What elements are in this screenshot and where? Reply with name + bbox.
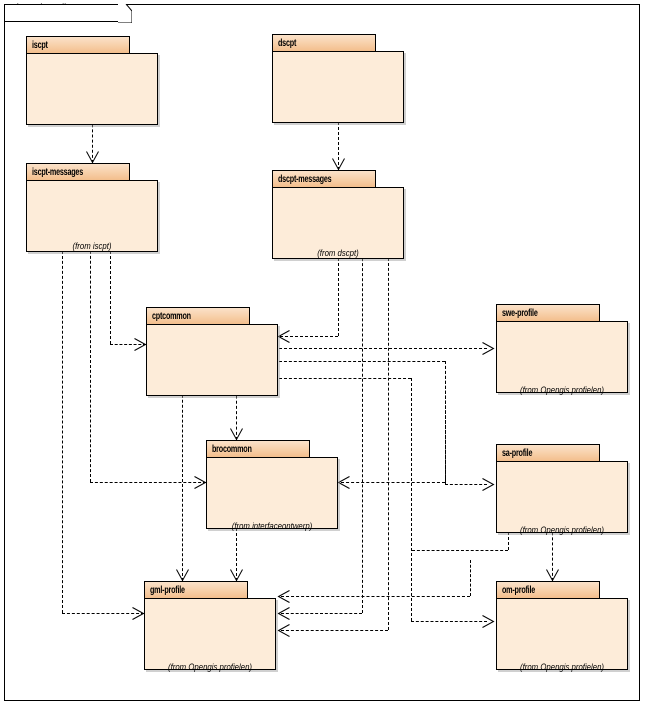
dep-right-to-brocommon-v: [445, 361, 446, 482]
dep-dscptmsg-to-cptcommon-v: [338, 243, 339, 336]
package-iscpt-messages-from: (from iscpt): [72, 241, 112, 252]
package-dscpt-label: dscpt: [278, 38, 297, 49]
dep-sa-to-gml-h1: [412, 550, 508, 551]
package-gml-profile-from: (from Opengis profielen): [168, 662, 252, 673]
package-cptcommon-tab: cptcommon: [146, 307, 250, 325]
package-om-profile-label: om-profile: [502, 585, 536, 596]
package-dscpt-body: [272, 51, 404, 123]
dep-dscptmsg-to-gml2-h: [281, 630, 388, 631]
dep-iscptmsg-to-gml-v: [62, 236, 63, 613]
package-sa-profile-tab: sa-profile: [496, 444, 600, 462]
package-gml-profile-body: [144, 598, 276, 670]
package-brocommon-tab: brocommon: [206, 440, 310, 458]
dep-right-to-brocommon-arrowhead: [337, 476, 350, 489]
dep-iscptmsg-to-gml-arrowhead: [131, 607, 145, 620]
package-brocommon-body: [206, 457, 338, 529]
dep-cptcommon-to-om-h1: [279, 378, 411, 379]
package-sa-profile-body: [496, 461, 628, 533]
package-gml-profile-tab: gml-profile: [144, 581, 248, 599]
dep-brocommon-to-gml-arrowhead: [230, 569, 243, 582]
package-swe-profile-body: [496, 321, 628, 393]
package-swe-profile-from: (from Opengis profielen): [520, 385, 604, 396]
package-om-profile-body: [496, 598, 628, 670]
package-iscpt-tab: iscpt: [26, 36, 130, 54]
package-iscpt-messages-tab: iscpt-messages: [26, 163, 130, 181]
dep-om-to-gml-arrowhead: [277, 590, 290, 603]
diagram-frame-tab-corner: [118, 4, 132, 23]
dep-iscptmsg-to-brocommon-v: [90, 236, 91, 482]
dep-cptcommon-to-gml-v: [182, 380, 183, 581]
package-iscpt-messages-body: [26, 180, 158, 252]
dep-cptcommon-to-brocommon-v: [236, 380, 237, 440]
package-iscpt-label: iscpt: [32, 40, 48, 51]
dep-dscptmsg-to-cptcommon-arrowhead: [277, 330, 290, 343]
dep-sa-to-om-v: [552, 517, 553, 581]
dep-cptcommon-to-brocommon-arrowhead: [230, 428, 243, 441]
package-iscpt-messages-label: iscpt-messages: [32, 167, 84, 178]
dep-om-to-gml-v: [470, 560, 471, 596]
dep-om-to-gml-h: [281, 596, 470, 597]
dep-iscpt-to-iscpt-messages-line: [92, 109, 93, 163]
dep-iscptmsg-to-cptcommon-h: [110, 344, 146, 345]
dep-cptcommon-to-swe-arrowhead: [481, 342, 495, 355]
dep-brocommon-to-gml-v: [236, 513, 237, 581]
package-dscpt-messages-tab: dscpt-messages: [272, 170, 376, 188]
dep-iscptmsg-to-gml-h: [62, 613, 144, 614]
package-gml-profile-label: gml-profile: [150, 585, 185, 596]
dep-iscptmsg-to-cptcommon-v: [110, 236, 111, 344]
package-om-profile-from: (from Opengis profielen): [520, 662, 604, 673]
dep-cptcommon-to-om-arrowhead: [481, 615, 495, 628]
dep-iscptmsg-to-cptcommon-arrowhead: [133, 338, 147, 351]
diagram-frame: [4, 4, 640, 701]
package-swe-profile-tab: swe-profile: [496, 304, 600, 322]
dep-dscptmsg-to-cptcommon-h: [280, 336, 338, 337]
dep-cptcommon-to-gml-arrowhead: [176, 569, 189, 582]
package-iscpt-body: [26, 53, 158, 125]
dep-cptcommon-to-sa-arrowhead: [481, 478, 495, 491]
dep-dscptmsg-to-gml-h: [281, 613, 362, 614]
package-cptcommon-label: cptcommon: [152, 311, 191, 322]
package-cptcommon-body: [146, 324, 278, 396]
package-swe-profile-label: swe-profile: [502, 308, 538, 319]
package-dscpt-messages-body: [272, 187, 404, 259]
dep-cptcommon-to-sa-h2: [445, 484, 487, 485]
dep-iscptmsg-to-brocommon-h: [90, 482, 206, 483]
dep-cptcommon-to-swe-h: [279, 348, 487, 349]
package-dscpt-tab: dscpt: [272, 34, 376, 52]
dep-iscpt-to-iscpt-messages-arrowhead: [86, 151, 99, 164]
dep-right-to-brocommon-h: [341, 482, 445, 483]
package-sa-profile-from: (from Opengis profielen): [520, 525, 604, 536]
dep-iscptmsg-to-brocommon-arrowhead: [193, 476, 207, 489]
package-brocommon-label: brocommon: [212, 444, 252, 455]
dep-dscpt-to-dscpt-messages-arrowhead: [332, 158, 345, 171]
diagram-frame-tab: [4, 4, 118, 22]
package-dscpt-messages-from: (from dscpt): [317, 248, 359, 259]
dep-sa-to-om-arrowhead: [546, 569, 559, 582]
dep-dscptmsg-to-gml2-v: [388, 243, 389, 630]
dep-dscpt-to-dscpt-messages-line: [338, 107, 339, 170]
dep-dscptmsg-to-gml2-arrowhead: [277, 624, 290, 637]
dep-dscptmsg-to-gml-v: [362, 243, 363, 613]
package-dscpt-messages-label: dscpt-messages: [278, 174, 332, 185]
dep-sa-to-gml-v1: [508, 517, 509, 550]
dep-cptcommon-to-om-h2: [411, 621, 487, 622]
dep-cptcommon-to-sa-h1: [279, 361, 445, 362]
package-om-profile-tab: om-profile: [496, 581, 600, 599]
package-sa-profile-label: sa-profile: [502, 448, 533, 459]
dep-cptcommon-to-om-v: [411, 378, 412, 621]
dep-dscptmsg-to-gml-arrowhead: [277, 607, 290, 620]
package-brocommon-from: (from interfaceontwerp): [231, 521, 313, 532]
